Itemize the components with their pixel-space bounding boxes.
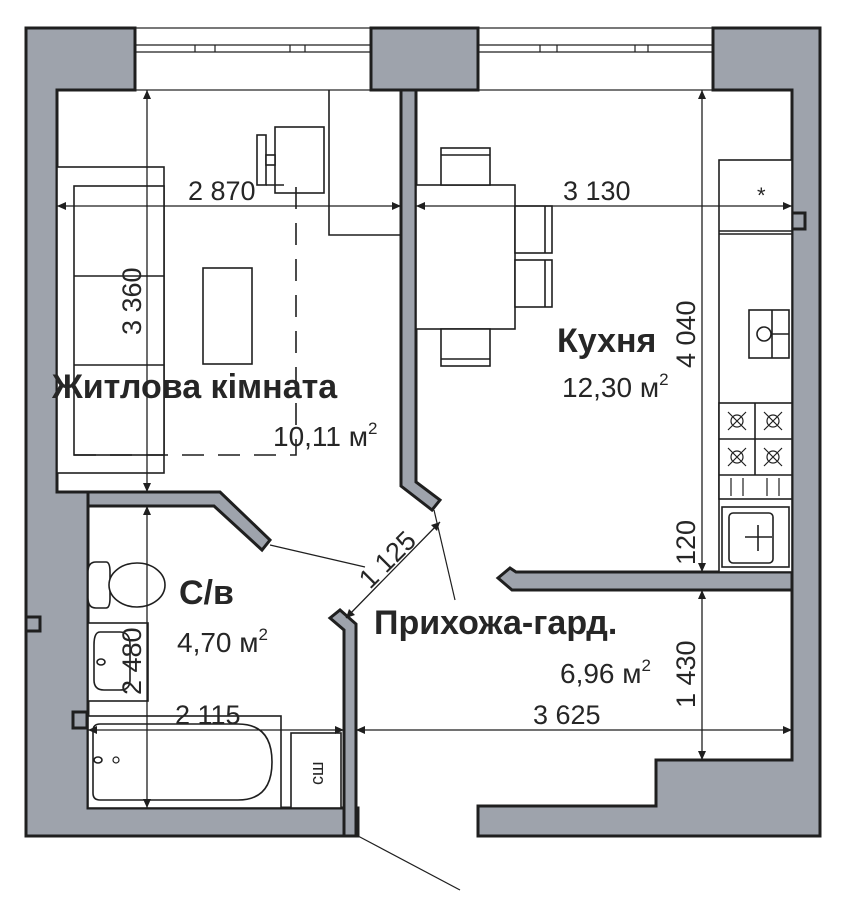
dining-table [415,184,516,330]
room-name-living: Житлова кімната [51,368,338,406]
desk-chair [256,134,267,186]
dim-bath-width: 2 115 [175,700,241,730]
dim-bath-depth: 2 480 [117,627,147,695]
toilet-icon [87,561,166,609]
room-area-living: 10,11 м2 [273,419,378,452]
dim-kitchen-width: 3 130 [563,176,631,206]
room-area-bathroom: 4,70 м2 [177,625,268,658]
room-area-kitchen: 12,30 м2 [562,370,669,403]
dim-living-depth: 3 360 [117,267,147,335]
chair [514,205,553,254]
fridge-marker: * [757,183,766,208]
gas-burner-icon [718,402,793,500]
sink-icon [748,309,790,359]
dim-hall-depth: 1 430 [671,640,701,708]
chair [440,328,491,367]
shaft [290,732,342,809]
room-name-hallway: Прихожа-гард. [374,604,617,642]
windows [134,27,714,91]
dim-living-width: 2 870 [188,176,256,206]
washbasin-icon [87,622,149,702]
chair [440,147,491,186]
living-room-furniture [56,90,401,474]
interior-walls [57,88,794,838]
entry-door-swing [357,835,461,891]
dim-hall-width: 3 625 [533,700,601,730]
dim-kitchen-offset: 120 [671,520,701,565]
dimension-lines [57,90,792,808]
kitchen-counter [718,159,793,573]
oven-icon [721,506,790,568]
room-name-kitchen: Кухня [557,322,656,360]
wall-marker [790,211,807,231]
dim-kitchen-depth: 4 040 [671,300,701,368]
wall-marker [71,710,89,730]
kitchen-furniture [415,147,793,573]
room-name-bathroom: С/в [179,574,234,612]
bath-door-swing [269,544,366,568]
shaft-label: сш [307,762,327,785]
chair [514,259,553,308]
bathtub-icon [87,715,282,809]
dim-door-diagonal: 1 125 [353,525,422,594]
desk [274,126,325,194]
coffee-table [202,267,253,365]
bathroom-furniture [87,561,342,809]
wall-marker [24,615,42,633]
room-area-hallway: 6,96 м2 [560,656,651,689]
